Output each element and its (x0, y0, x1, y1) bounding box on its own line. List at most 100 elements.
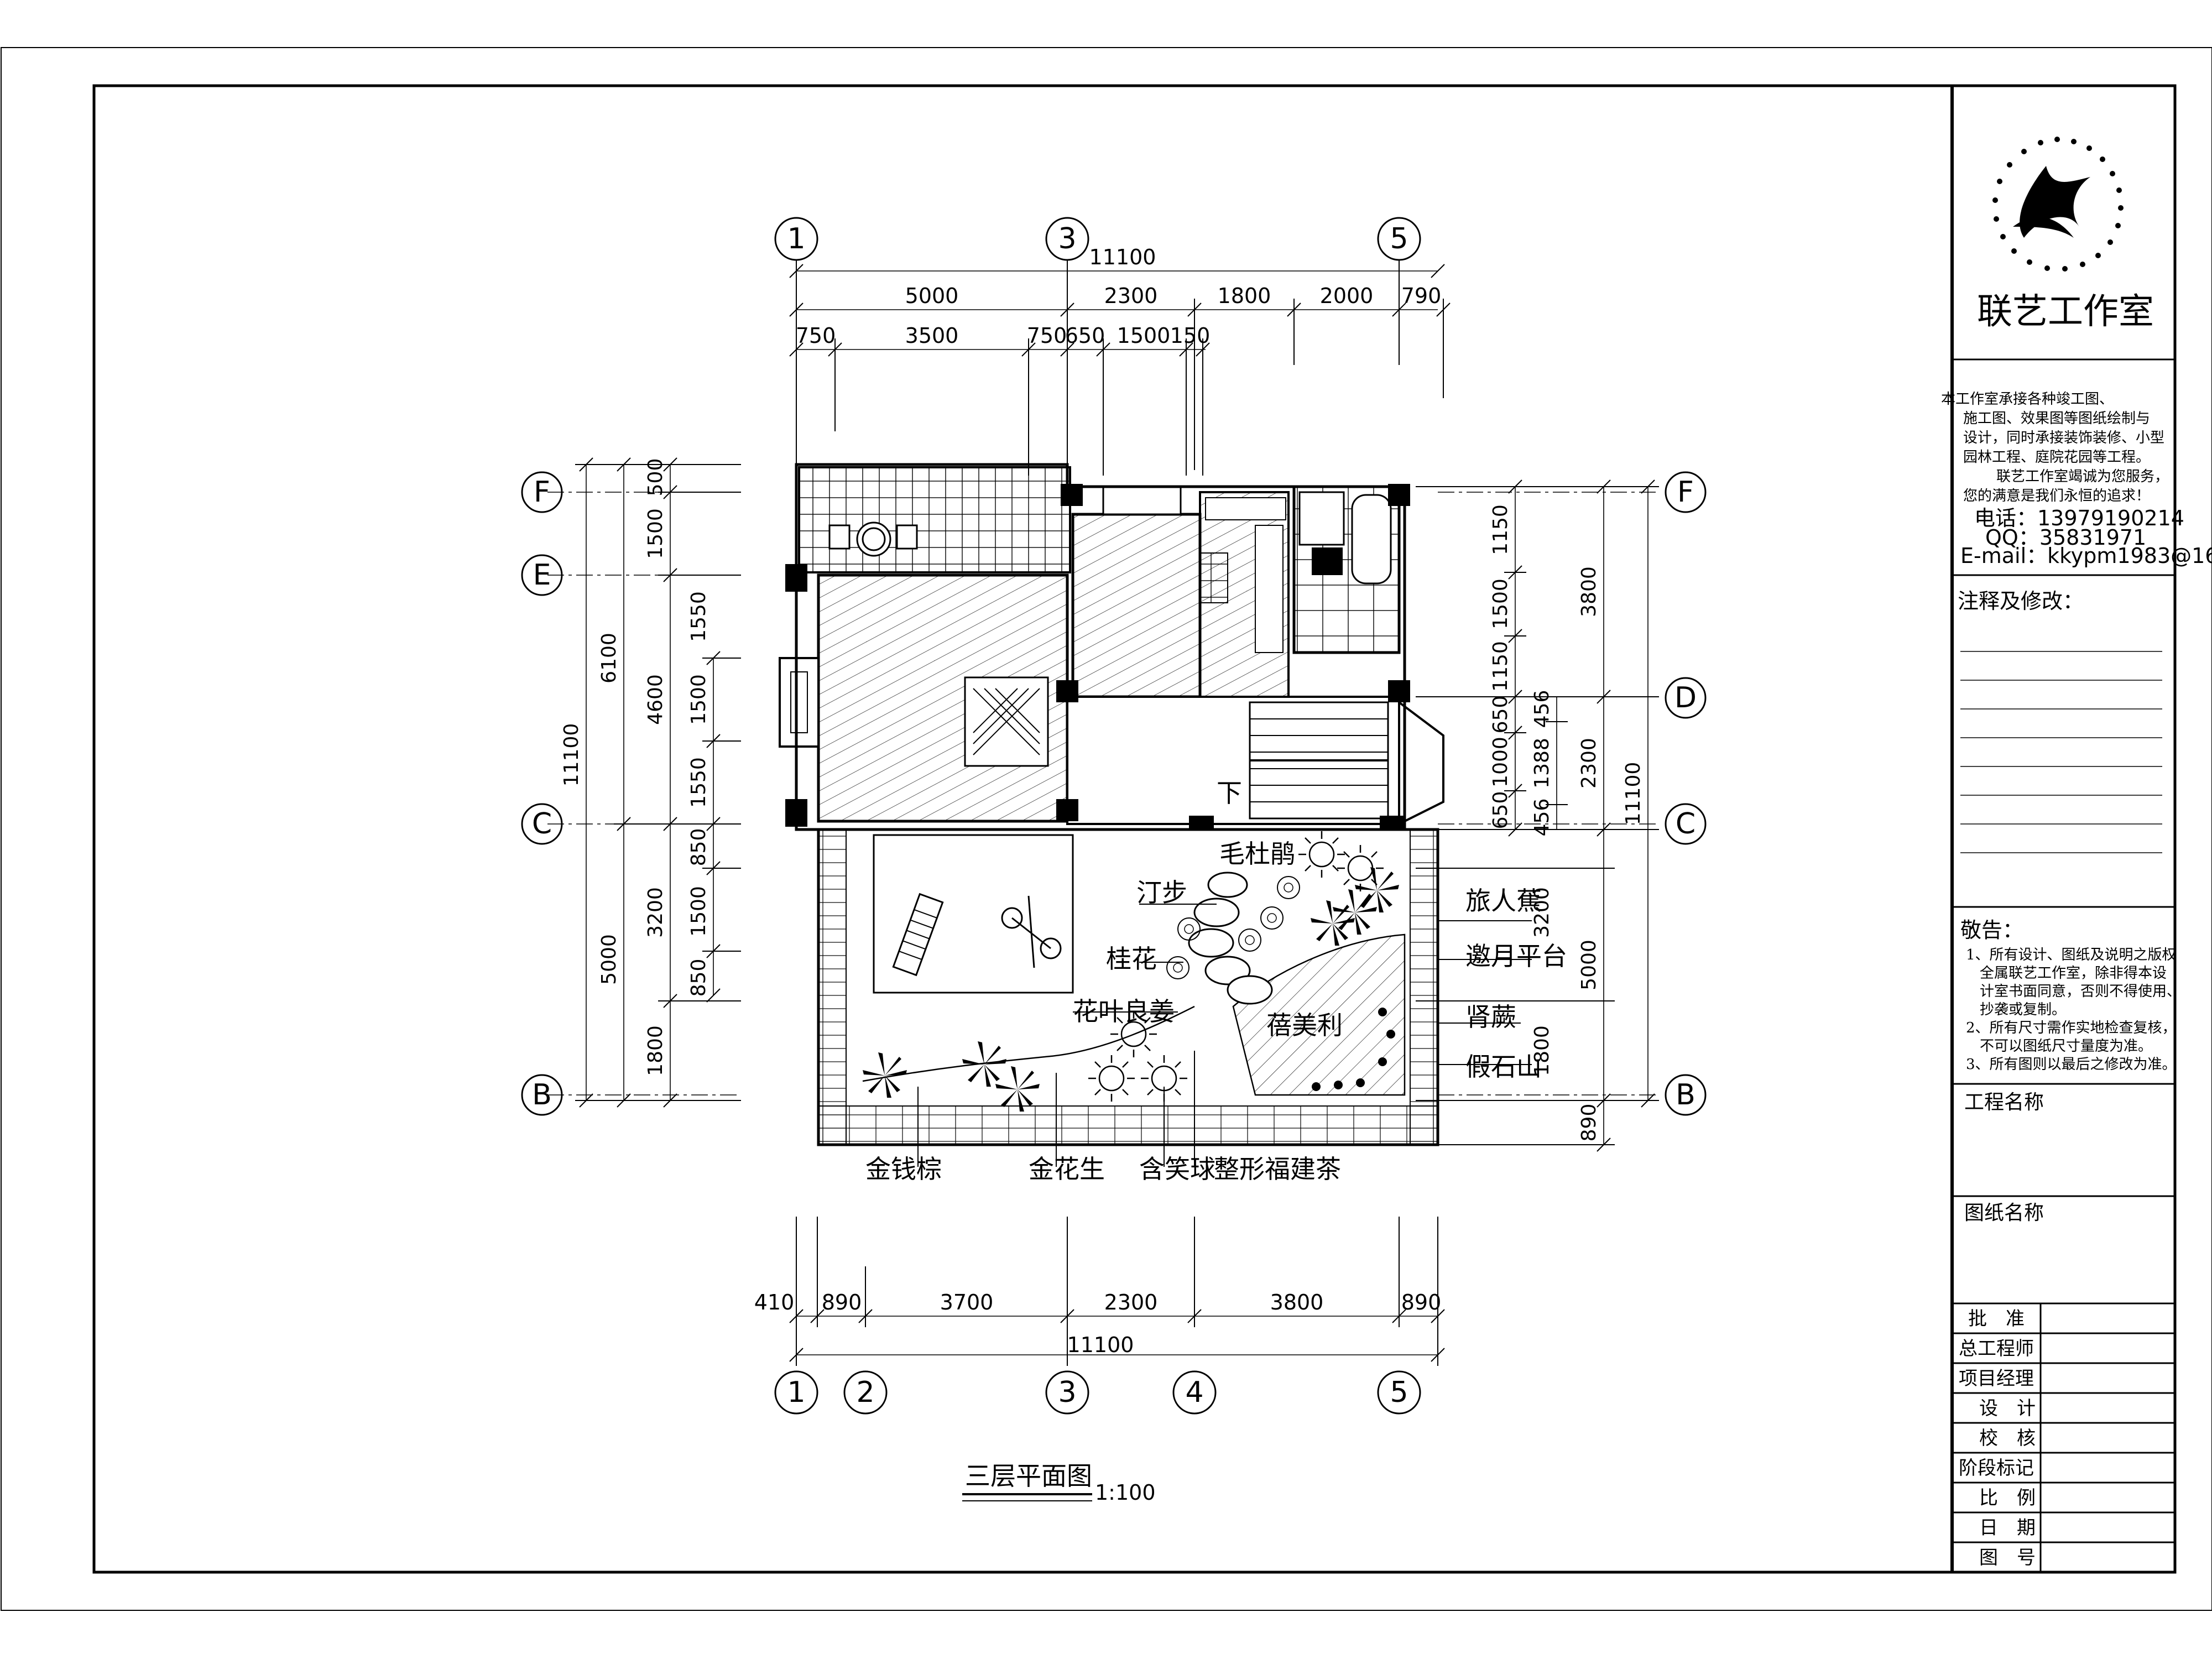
dim-label: 5000 (905, 284, 959, 308)
dim-total-right: 11100 (1622, 762, 1645, 826)
desk (1102, 486, 1182, 515)
dim-label: 650 (1489, 791, 1512, 830)
dim-label: 456 (1531, 799, 1553, 837)
dim-label: 410 (754, 1290, 795, 1314)
signoff-label: 比 例 (1979, 1487, 2036, 1509)
lounge-chair (892, 893, 944, 977)
studio-intro-line: 本工作室承接各种竣工图、 (1941, 391, 2114, 408)
plant-label: 毛杜鹃 (1219, 839, 1296, 869)
dim-label: 6100 (598, 633, 620, 684)
stepping-stones (1188, 872, 1273, 1005)
dim-label: 2300 (1578, 738, 1600, 789)
axis-label: B (1676, 1078, 1695, 1112)
dim-label: 750 (796, 324, 836, 348)
axis-bubble-right-C (1665, 803, 1707, 845)
warning-line: 不可以图纸尺寸量度为准。 (1980, 1038, 2152, 1055)
axis-bubble-left-C (521, 803, 563, 845)
exercise-bike (1001, 895, 1062, 968)
lawn-edge (862, 1005, 1195, 1082)
dim-label: 850 (687, 828, 710, 867)
dim-label: 2300 (1104, 284, 1158, 308)
studio-intro-line: 园林工程、庭院花园等工程。 (1963, 449, 2150, 466)
dim-label: 650 (1489, 696, 1512, 734)
stair-down-label: 下 (1217, 778, 1242, 808)
plant-label: 整形福建茶 (1214, 1154, 1341, 1184)
dim-label: 4600 (644, 674, 667, 725)
signoff-label: 总工程师 (1959, 1338, 2034, 1360)
axis-bubble-left-E (521, 554, 563, 596)
axis-label: 4 (1185, 1376, 1203, 1409)
studio-logo (1992, 137, 2124, 272)
plant-label: 金钱棕 (865, 1154, 942, 1184)
dim-label: 1800 (1218, 284, 1271, 308)
dim-label: 1550 (687, 591, 710, 642)
axis-bubble-top-1 (774, 217, 818, 261)
drawing-title: 三层平面图 (965, 1461, 1092, 1491)
dim-label: 890 (822, 1290, 862, 1314)
axis-label: F (1677, 476, 1694, 509)
signoff-label: 日 期 (1979, 1517, 2036, 1539)
drawing-name-label: 图纸名称 (1964, 1202, 2044, 1224)
plant-label: 假石山 (1465, 1052, 1542, 1082)
dim-label: 3800 (1578, 566, 1600, 617)
dim-label: 150 (1170, 324, 1211, 348)
dim-label: 1550 (687, 757, 710, 808)
plant-label: 肾蕨 (1465, 1002, 1516, 1032)
dim-total-bottom: 11100 (1067, 1333, 1134, 1357)
dim-label: 890 (1401, 1290, 1442, 1314)
stair-bay (1398, 701, 1444, 825)
studio-intro-line: 施工图、效果图等图纸绘制与 (1963, 410, 2150, 427)
signoff-label: 项目经理 (1959, 1368, 2034, 1390)
studio-phone: 电话：13979190214 (1974, 506, 2184, 530)
dim-total-top: 11100 (1089, 245, 1156, 269)
axis-bubble-bottom-4 (1172, 1370, 1217, 1415)
studio-intro-line: 联艺工作室竭诚为您服务， (1996, 468, 2169, 485)
axis-markers: 1 3 5 1 2 3 4 5 F E C B F D C B (521, 217, 1707, 1415)
axis-label: 3 (1058, 1376, 1076, 1409)
left-dimensions: 11100 6100 5000 500 1500 4600 3200 1800 … (560, 457, 741, 1108)
balcony-furniture (828, 521, 918, 557)
dim-label: 850 (687, 959, 710, 997)
dim-label: 500 (644, 458, 667, 497)
dim-label: 2300 (1104, 1290, 1158, 1314)
shower (1298, 491, 1345, 546)
dim-label: 1388 (1531, 738, 1553, 789)
warning-line: 1、所有设计、图纸及说明之版权 (1966, 947, 2177, 963)
building-plan: 下 (779, 463, 1444, 1146)
balcony-tiles (798, 466, 1071, 573)
axis-bubble-left-B (521, 1074, 563, 1116)
axis-label: D (1674, 681, 1697, 714)
dim-label: 2000 (1320, 284, 1374, 308)
studio-name: 联艺工作室 (1977, 291, 2154, 332)
signoff-label: 批 准 (1968, 1308, 2025, 1330)
title-block: 联艺工作室 本工作室承接各种竣工图、 施工图、效果图等图纸绘制与 设计，同时承接… (1941, 86, 2212, 1572)
floor-drain (1312, 547, 1343, 575)
signoff-table: 批 准 总工程师 项目经理 设 计 校 核 阶段标记 比 例 日 期 图 号 (1952, 1303, 2175, 1572)
warning-line: 计室书面同意，否则不得使用、 (1980, 983, 2181, 1000)
bottom-dimensions: 410 890 3700 2300 3800 890 11100 (754, 1217, 1445, 1366)
project-name-label: 工程名称 (1964, 1091, 2044, 1114)
studio-intro-line: 您的满意是我们永恒的追求！ (1963, 488, 2150, 504)
plant-callouts: 毛杜鹃 汀步 桂花 花叶良姜 蓓美利 旅人蕉 邀月平台 肾蕨 假石山 金钱棕 金… (865, 839, 1567, 1184)
dim-label: 790 (1401, 284, 1442, 308)
notes-title: 注释及修改： (1958, 589, 2084, 613)
drawing-scale: 1:100 (1095, 1480, 1156, 1505)
axis-label: 5 (1390, 1376, 1408, 1409)
dim-label: 1500 (1489, 578, 1512, 629)
axis-label: 5 (1390, 222, 1408, 255)
warning-line: 3、所有图则以最后之修改为准。 (1966, 1056, 2177, 1073)
axis-bubble-top-3 (1045, 217, 1089, 261)
axis-label: F (534, 476, 550, 509)
plant-label: 邀月平台 (1465, 941, 1567, 971)
dim-label: 456 (1531, 690, 1553, 728)
dim-label: 1150 (1489, 504, 1512, 555)
dim-label: 3200 (644, 887, 667, 938)
axis-label: 2 (856, 1376, 874, 1409)
dim-label: 890 (1578, 1104, 1600, 1142)
axis-label: 1 (787, 1376, 805, 1409)
dim-label: 5000 (1578, 940, 1600, 990)
dim-total-left: 11100 (560, 723, 583, 787)
plant-label: 蓓美利 (1266, 1010, 1343, 1040)
